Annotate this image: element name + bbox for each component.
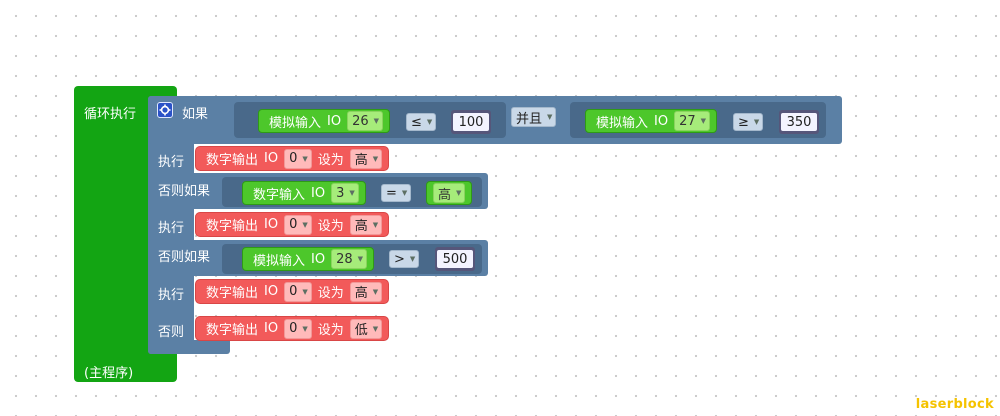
number-input-1[interactable]: 100 xyxy=(451,110,491,134)
analog-input-label: 模拟输入 xyxy=(596,115,649,131)
do-label-3: 执行 xyxy=(158,288,185,303)
pin-dropdown[interactable]: 28▼ xyxy=(331,249,368,269)
compare-op-dropdown-1[interactable]: ≤▼ xyxy=(406,113,437,131)
do-label-1: 执行 xyxy=(158,155,185,170)
gear-icon[interactable] xyxy=(157,102,173,118)
compare-op-dropdown-2[interactable]: ≥▼ xyxy=(733,113,764,131)
if-label: 如果 xyxy=(182,107,209,122)
level-dropdown[interactable]: 低▼ xyxy=(349,318,383,339)
compare-op-dropdown-3[interactable]: =▼ xyxy=(381,184,412,202)
pin-dropdown[interactable]: 3▼ xyxy=(331,183,359,203)
pin-dropdown[interactable]: 0▼ xyxy=(284,318,312,339)
pin-dropdown[interactable]: 0▼ xyxy=(284,148,312,169)
analog-input-label: 模拟输入 xyxy=(253,253,306,269)
digital-output-block-else[interactable]: 数字输出 IO 0▼ 设为 低▼ xyxy=(195,316,390,341)
set-label: 设为 xyxy=(317,153,344,168)
digital-output-label: 数字输出 xyxy=(206,323,259,338)
loop-footer-label: (主程序) xyxy=(84,366,134,381)
digital-output-label: 数字输出 xyxy=(206,219,259,234)
compare-op-dropdown-4[interactable]: >▼ xyxy=(389,250,420,268)
io-label: IO xyxy=(311,251,326,267)
analog-input-label: 模拟输入 xyxy=(269,115,322,131)
level-dropdown[interactable]: 高▼ xyxy=(433,183,466,203)
pin-dropdown[interactable]: 0▼ xyxy=(284,281,312,302)
analog-input-block-3[interactable]: 模拟输入 IO 28▼ xyxy=(242,247,375,271)
io-label: IO xyxy=(654,113,669,129)
set-label: 设为 xyxy=(317,219,344,234)
io-label: IO xyxy=(264,284,279,299)
io-label: IO xyxy=(327,113,342,129)
pin-dropdown[interactable]: 27▼ xyxy=(674,111,711,131)
loop-label: 循环执行 xyxy=(84,107,137,122)
io-label: IO xyxy=(264,321,279,336)
io-label: IO xyxy=(264,151,279,166)
level-dropdown[interactable]: 高▼ xyxy=(349,281,383,302)
level-value-block[interactable]: 高▼ xyxy=(426,181,473,205)
number-input-2[interactable]: 350 xyxy=(779,110,819,134)
elseif-label-1: 否则如果 xyxy=(158,184,211,199)
pin-dropdown[interactable]: 26▼ xyxy=(347,111,384,131)
digital-input-label: 数字输入 xyxy=(253,187,306,203)
digital-output-label: 数字输出 xyxy=(206,286,259,301)
number-input-3[interactable]: 500 xyxy=(435,247,475,271)
else-label: 否则 xyxy=(158,325,185,340)
logic-op-dropdown[interactable]: 并且▼ xyxy=(511,107,557,127)
io-label: IO xyxy=(311,185,326,201)
if-block-bottom xyxy=(148,340,230,354)
analog-input-block-1[interactable]: 模拟输入 IO 26▼ xyxy=(258,109,391,133)
digital-output-block-3[interactable]: 数字输出 IO 0▼ 设为 高▼ xyxy=(195,279,390,304)
analog-input-block-2[interactable]: 模拟输入 IO 27▼ xyxy=(585,109,718,133)
digital-output-label: 数字输出 xyxy=(206,153,259,168)
digital-output-block-1[interactable]: 数字输出 IO 0▼ 设为 高▼ xyxy=(195,146,390,171)
set-label: 设为 xyxy=(317,323,344,338)
set-label: 设为 xyxy=(317,286,344,301)
io-label: IO xyxy=(264,217,279,232)
elseif-label-2: 否则如果 xyxy=(158,250,211,265)
digital-input-block[interactable]: 数字输入 IO 3▼ xyxy=(242,181,366,205)
do-label-2: 执行 xyxy=(158,221,185,236)
brand-logo-text: laserblock xyxy=(915,397,994,412)
level-dropdown[interactable]: 高▼ xyxy=(349,214,383,235)
level-dropdown[interactable]: 高▼ xyxy=(349,148,383,169)
pin-dropdown[interactable]: 0▼ xyxy=(284,214,312,235)
digital-output-block-2[interactable]: 数字输出 IO 0▼ 设为 高▼ xyxy=(195,212,390,237)
